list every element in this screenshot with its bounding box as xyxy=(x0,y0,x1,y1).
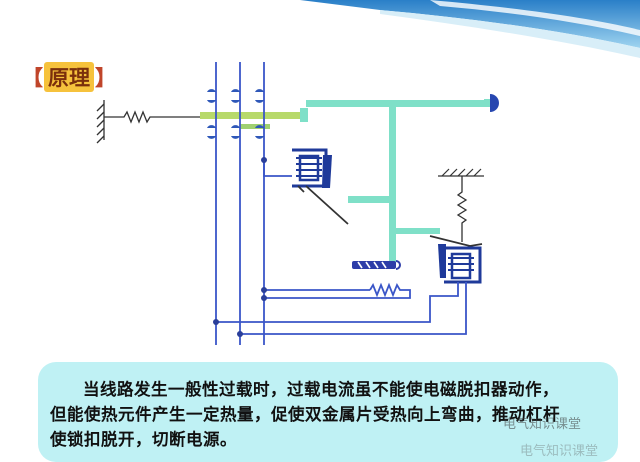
circuit-wiring xyxy=(216,290,467,335)
junction-dots xyxy=(213,157,267,337)
breaker-diagram xyxy=(96,0,640,345)
caption-panel xyxy=(38,362,618,462)
lock-hook-icon xyxy=(484,94,499,112)
main-contact-bar xyxy=(200,112,300,129)
ground-hatch-icon xyxy=(96,100,105,144)
phase-conductors xyxy=(215,62,265,345)
electromagnetic-release-icon xyxy=(263,148,349,225)
undervoltage-release-icon xyxy=(429,168,484,290)
trip-linkage xyxy=(300,100,490,265)
watermark: 电气知识课堂 xyxy=(503,417,582,432)
slide-title-text: 原理 xyxy=(44,62,94,92)
heating-element-icon xyxy=(264,282,411,299)
main-contacts xyxy=(207,89,264,139)
watermark-second: 电气知识课堂 xyxy=(520,444,599,459)
slide-title: 【 原理 】 xyxy=(22,62,116,92)
title-bracket-right: 】 xyxy=(95,66,116,90)
title-bracket-left: 【 xyxy=(22,66,43,90)
main-spring-icon xyxy=(104,110,200,124)
bimetal-strip-icon xyxy=(352,260,401,270)
header-swoosh xyxy=(300,0,640,58)
caption-text: 当线路发生一般性过载时，过载电流虽不能使电磁脱扣器动作，但能使热元件产生一定热量… xyxy=(50,380,560,449)
